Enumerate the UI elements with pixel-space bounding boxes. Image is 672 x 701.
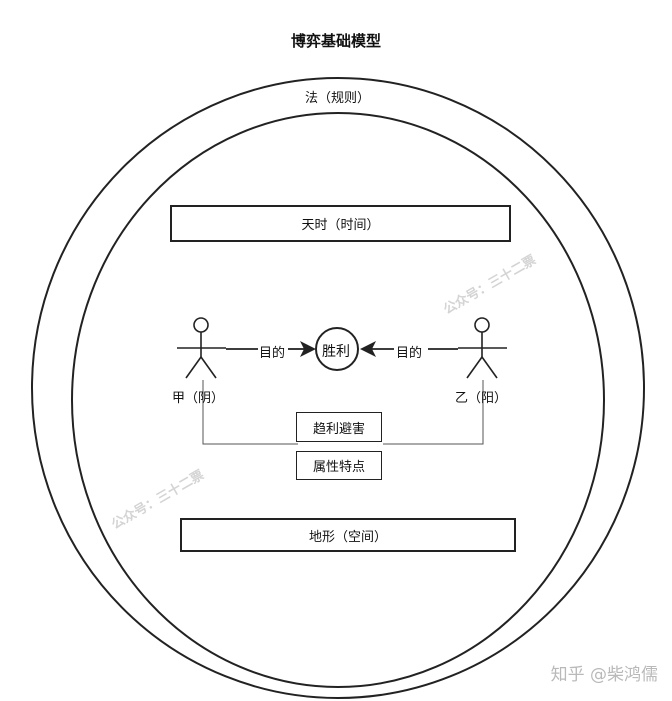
author-credit: 知乎 @柴鸿儒 — [550, 665, 658, 685]
arrow-left-to-victory — [226, 340, 317, 358]
arrow-right-to-victory — [359, 340, 458, 358]
connector-left — [202, 380, 298, 445]
goal-label-right: 目的 — [396, 346, 423, 361]
player-a-label: 甲（阴） — [172, 391, 225, 406]
outer-label-law: 法（规则） — [305, 91, 371, 106]
heaven-time-box: 天时（时间） — [170, 205, 511, 242]
victory-circle — [315, 327, 359, 371]
connector-right — [383, 380, 484, 445]
stick-figure-left — [177, 317, 226, 379]
stick-figure-right — [458, 317, 507, 379]
diagram-title: 博弈基础模型 — [290, 32, 381, 50]
victory-label: 胜利 — [322, 344, 350, 360]
seek-benefit-box: 趋利避害 — [296, 412, 382, 442]
inner-circle — [71, 112, 605, 688]
outer-circle — [31, 77, 645, 699]
earth-space-box: 地形（空间） — [180, 518, 516, 552]
player-b-label: 乙（阳） — [455, 391, 508, 406]
attribute-box: 属性特点 — [296, 451, 382, 480]
goal-label-left: 目的 — [259, 346, 286, 361]
